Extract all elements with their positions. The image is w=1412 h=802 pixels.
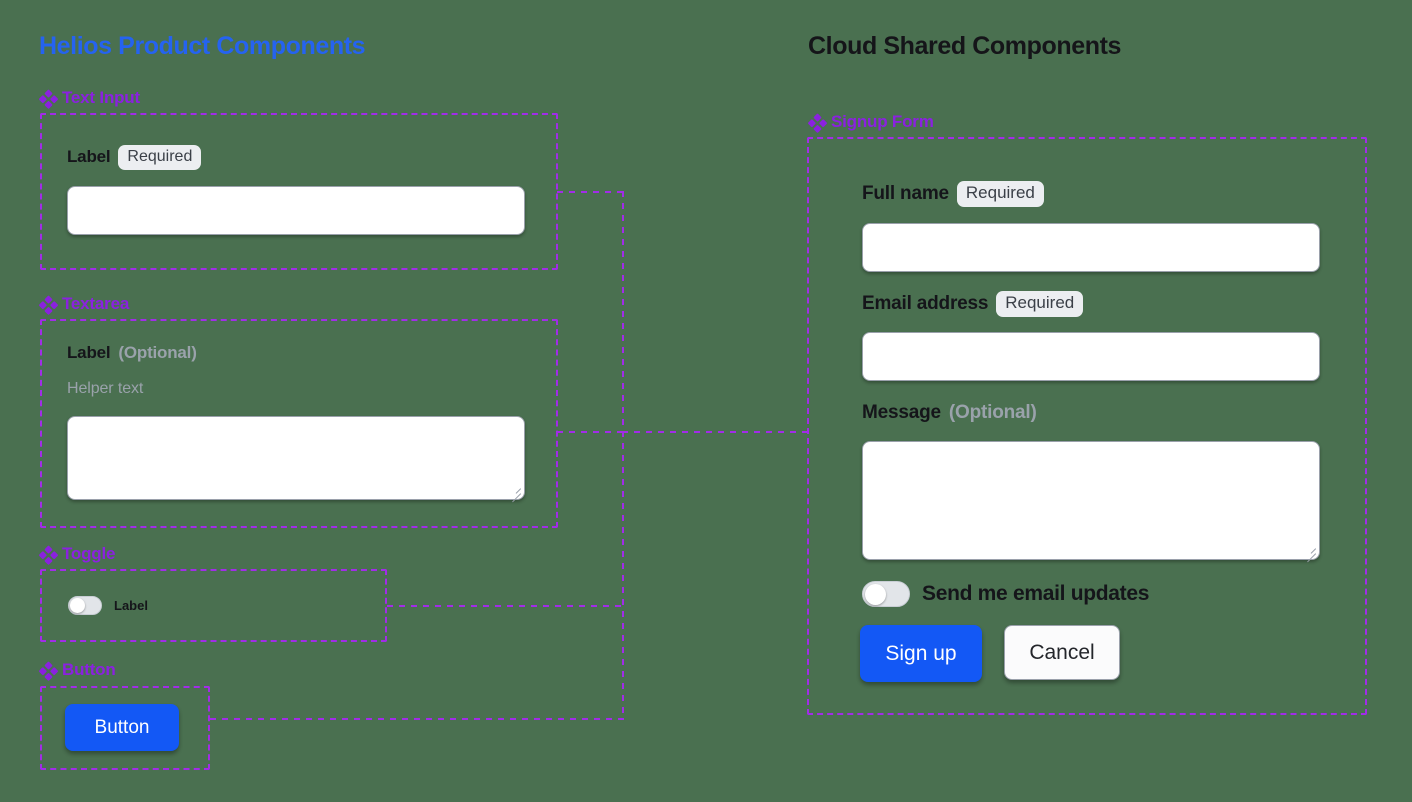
connector-textarea-h xyxy=(557,431,624,433)
components-diamond-icon xyxy=(38,87,59,108)
text-input-required-badge: Required xyxy=(118,145,202,170)
full-name-label: Full name xyxy=(862,182,949,204)
component-frame-textarea xyxy=(40,319,558,528)
message-label-row: Message (Optional) xyxy=(862,402,1037,424)
component-frame-button xyxy=(40,686,210,770)
section-heading-label: Text Input xyxy=(62,88,140,107)
text-input-label-row: Label Required xyxy=(67,145,202,170)
textarea-field[interactable] xyxy=(67,416,525,500)
email-input[interactable] xyxy=(862,332,1320,381)
text-input-field[interactable] xyxy=(67,186,525,235)
connector-text-input-h xyxy=(557,191,624,193)
right-column-title: Cloud Shared Components xyxy=(808,32,1122,60)
email-field-wrap[interactable] xyxy=(862,332,1320,381)
components-diamond-icon xyxy=(807,111,828,132)
textarea-optional-tag: (Optional) xyxy=(118,343,197,362)
textarea-field-wrap[interactable] xyxy=(67,416,525,503)
sign-up-button[interactable]: Sign up xyxy=(860,625,982,682)
component-frame-toggle xyxy=(40,569,387,642)
components-diamond-icon xyxy=(38,543,59,564)
email-updates-toggle[interactable] xyxy=(862,581,910,607)
components-diamond-icon xyxy=(38,659,59,680)
full-name-required-badge: Required xyxy=(956,181,1044,207)
textarea-label-row: Label (Optional) xyxy=(67,343,197,363)
toggle-label: Label xyxy=(114,598,148,613)
cancel-button[interactable]: Cancel xyxy=(1004,625,1120,680)
toggle-knob xyxy=(865,583,886,605)
connector-trunk-upper xyxy=(622,191,624,433)
full-name-label-row: Full name Required xyxy=(862,181,1044,207)
email-updates-toggle-row: Send me email updates xyxy=(862,581,1149,607)
components-diamond-icon xyxy=(38,293,59,314)
section-heading-textarea: Textarea xyxy=(38,293,130,314)
connector-main-cross xyxy=(622,431,810,433)
section-heading-label: Button xyxy=(62,660,116,679)
toggle-row: Label xyxy=(68,596,148,615)
section-heading-label: Signup Form xyxy=(831,112,934,131)
email-label: Email address xyxy=(862,292,989,314)
text-input-field-wrap[interactable] xyxy=(67,186,525,235)
section-heading-label: Toggle xyxy=(62,544,116,563)
full-name-input[interactable] xyxy=(862,223,1320,272)
connector-button-h xyxy=(210,718,624,720)
message-textarea[interactable] xyxy=(862,441,1320,560)
section-heading-toggle: Toggle xyxy=(38,543,116,564)
full-name-field-wrap[interactable] xyxy=(862,223,1320,272)
demo-button[interactable]: Button xyxy=(65,704,179,751)
connector-trunk-lower xyxy=(622,431,624,720)
message-field-wrap[interactable] xyxy=(862,441,1320,563)
message-optional-tag: (Optional) xyxy=(948,402,1037,423)
section-heading-label: Textarea xyxy=(62,294,130,313)
toggle-switch[interactable] xyxy=(68,596,102,615)
connector-toggle-h xyxy=(387,605,624,607)
email-updates-label: Send me email updates xyxy=(922,582,1150,605)
textarea-helper-text: Helper text xyxy=(67,380,144,397)
email-label-row: Email address Required xyxy=(862,291,1084,317)
section-heading-button: Button xyxy=(38,659,116,680)
left-column-title: Helios Product Components xyxy=(39,32,366,60)
component-frame-signup-form xyxy=(807,137,1367,715)
email-required-badge: Required xyxy=(996,291,1084,317)
section-heading-signup-form: Signup Form xyxy=(807,111,934,132)
section-heading-text-input: Text Input xyxy=(38,87,140,108)
text-input-label: Label xyxy=(67,147,111,167)
message-label: Message xyxy=(862,402,941,423)
textarea-label: Label xyxy=(67,343,111,362)
toggle-knob xyxy=(70,598,85,613)
